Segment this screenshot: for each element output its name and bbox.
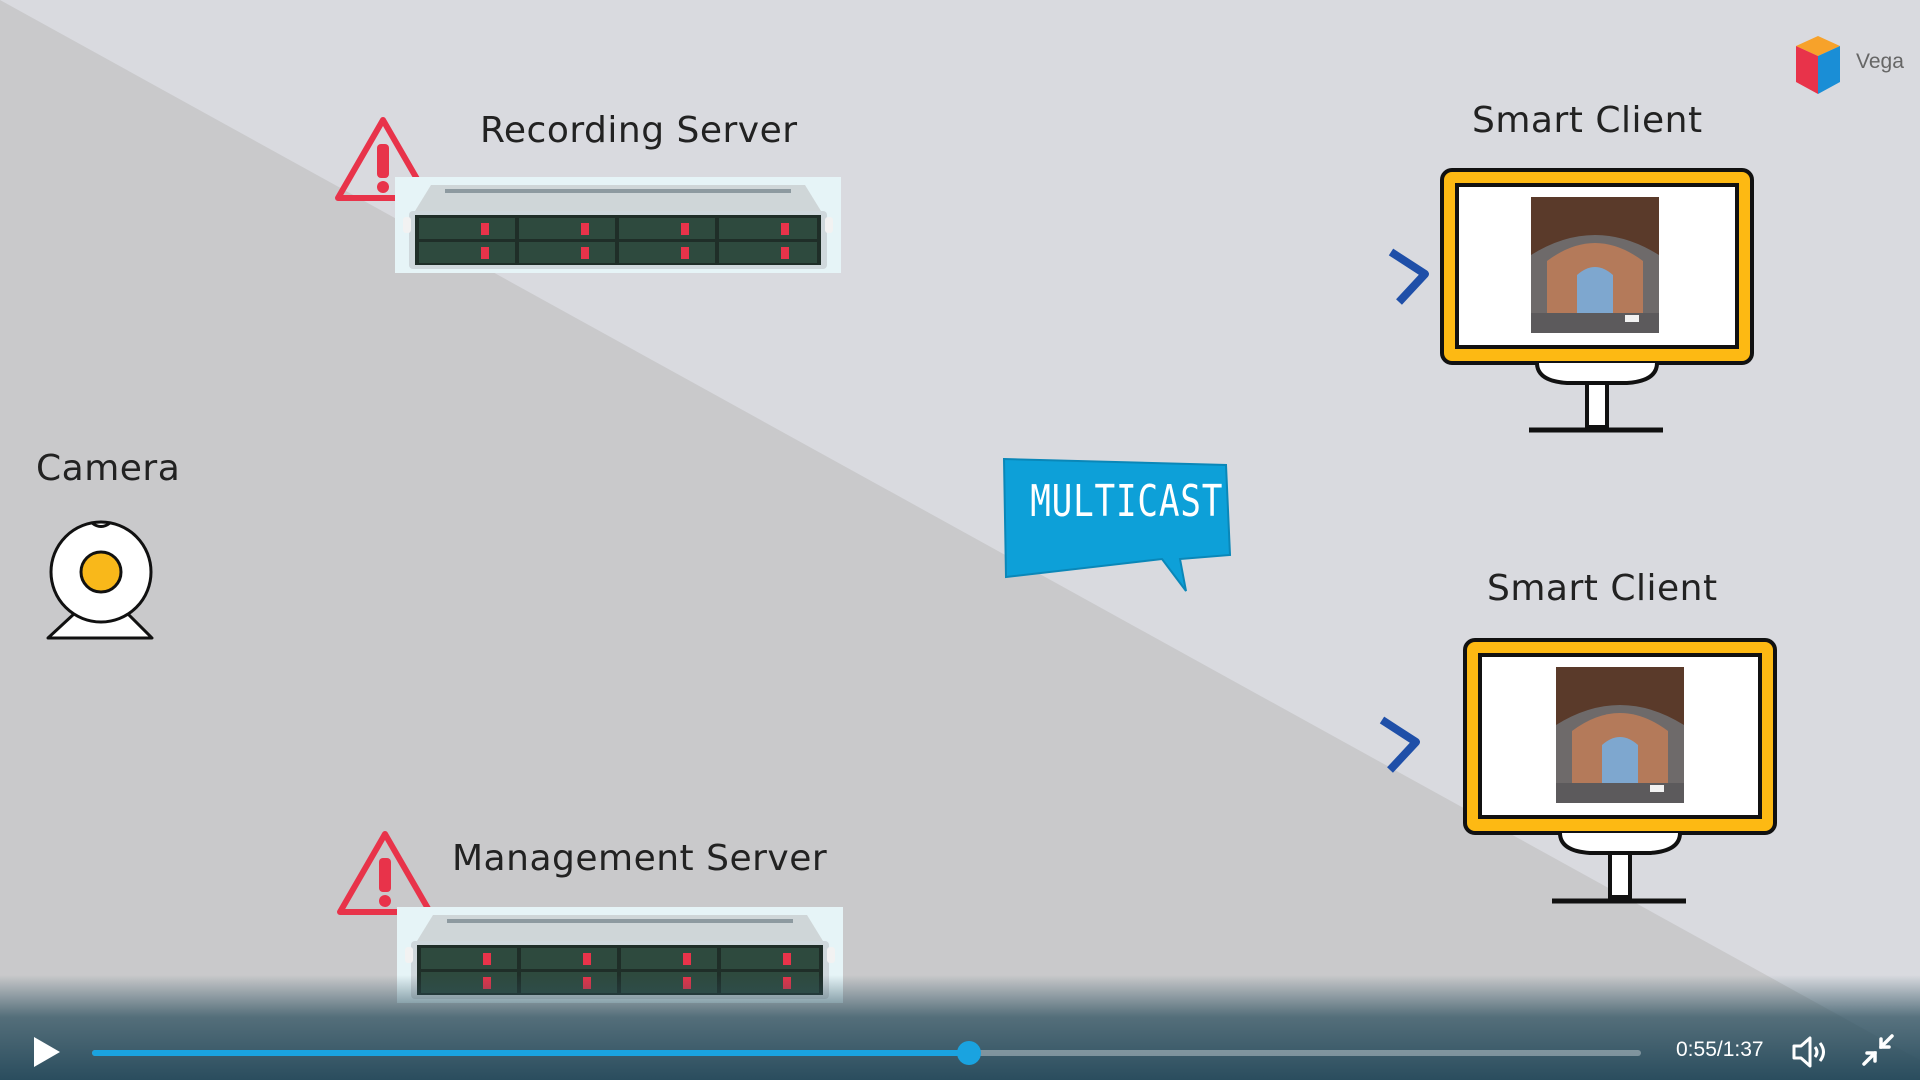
camera-label: Camera [36,448,181,489]
warning-icon [337,831,433,915]
recording-server-label: Recording Server [480,110,798,151]
smart-client-top-label: Smart Client [1472,100,1703,141]
logo-text: Vega [1856,50,1904,73]
camera-feed-thumbnail [1531,197,1659,333]
warning-icon [335,117,431,201]
play-icon[interactable] [28,1034,64,1070]
chevron-right-icon [1388,248,1429,305]
camera-feed-thumbnail [1556,667,1684,803]
progress-scrubber-handle[interactable] [956,1041,981,1065]
monitor-icon [1463,638,1777,904]
progress-bar[interactable] [92,1041,1641,1065]
player-control-bar [0,975,1920,1080]
webcam-icon [46,520,154,640]
smart-client-bottom-label: Smart Client [1487,568,1718,609]
recording-server-rack [395,177,841,273]
cube-logo [1796,36,1840,94]
exit-fullscreen-icon[interactable] [1860,1032,1896,1068]
volume-icon[interactable] [1790,1032,1830,1072]
time-display: 0:55/1:37 [1676,1038,1764,1061]
chevron-right-icon [1379,716,1420,773]
monitor-icon [1440,168,1754,433]
bubble-text: Multicast [1030,476,1224,527]
speech-bubble [1002,457,1232,592]
management-server-label: Management Server [452,838,828,879]
progress-fill [92,1050,969,1056]
